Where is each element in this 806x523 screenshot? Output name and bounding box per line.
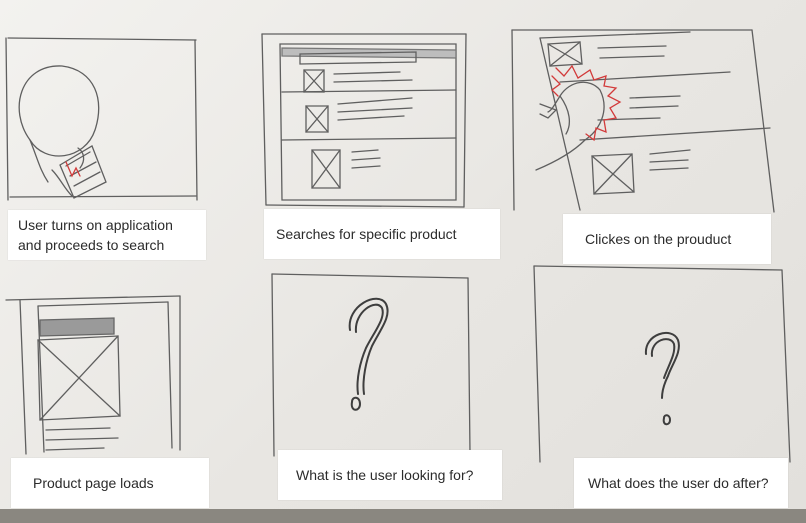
- caption-panel-4: Product page loads: [11, 458, 209, 508]
- caption-text: What does the user do after?: [588, 475, 769, 491]
- caption-panel-3: Clickes on the prouduct: [563, 214, 771, 264]
- paper-edge: [0, 509, 806, 523]
- caption-text: What is the user looking for?: [296, 467, 474, 483]
- panel-5-sketch: [271, 273, 471, 457]
- image-placeholder-icon: [547, 41, 583, 67]
- caption-panel-5: What is the user looking for?: [278, 450, 502, 500]
- question-mark: [348, 297, 389, 411]
- panel-2-sketch: [261, 33, 467, 208]
- panel-4-sketch: [5, 295, 181, 455]
- image-placeholder-icon: [37, 335, 121, 421]
- image-placeholder-icon: [305, 105, 329, 133]
- tap-burst: [551, 64, 622, 142]
- caption-text: User turns on application and proceeds t…: [18, 217, 173, 253]
- panel-3-sketch: [511, 29, 775, 213]
- phone-in-hand-sketch: [51, 145, 107, 199]
- image-placeholder-icon: [591, 153, 635, 195]
- caption-text: Searches for specific product: [276, 226, 457, 242]
- caption-panel-6: What does the user do after?: [574, 458, 788, 508]
- caption-panel-1: User turns on application and proceeds t…: [8, 210, 206, 260]
- caption-text: Clickes on the prouduct: [585, 231, 732, 247]
- panel-1-sketch: [5, 37, 198, 201]
- image-placeholder-icon: [303, 69, 325, 93]
- question-mark: [644, 331, 680, 426]
- caption-text: Product page loads: [33, 475, 154, 491]
- panel-6-sketch: [533, 265, 791, 463]
- caption-panel-2: Searches for specific product: [264, 209, 500, 259]
- image-placeholder-icon: [311, 149, 341, 189]
